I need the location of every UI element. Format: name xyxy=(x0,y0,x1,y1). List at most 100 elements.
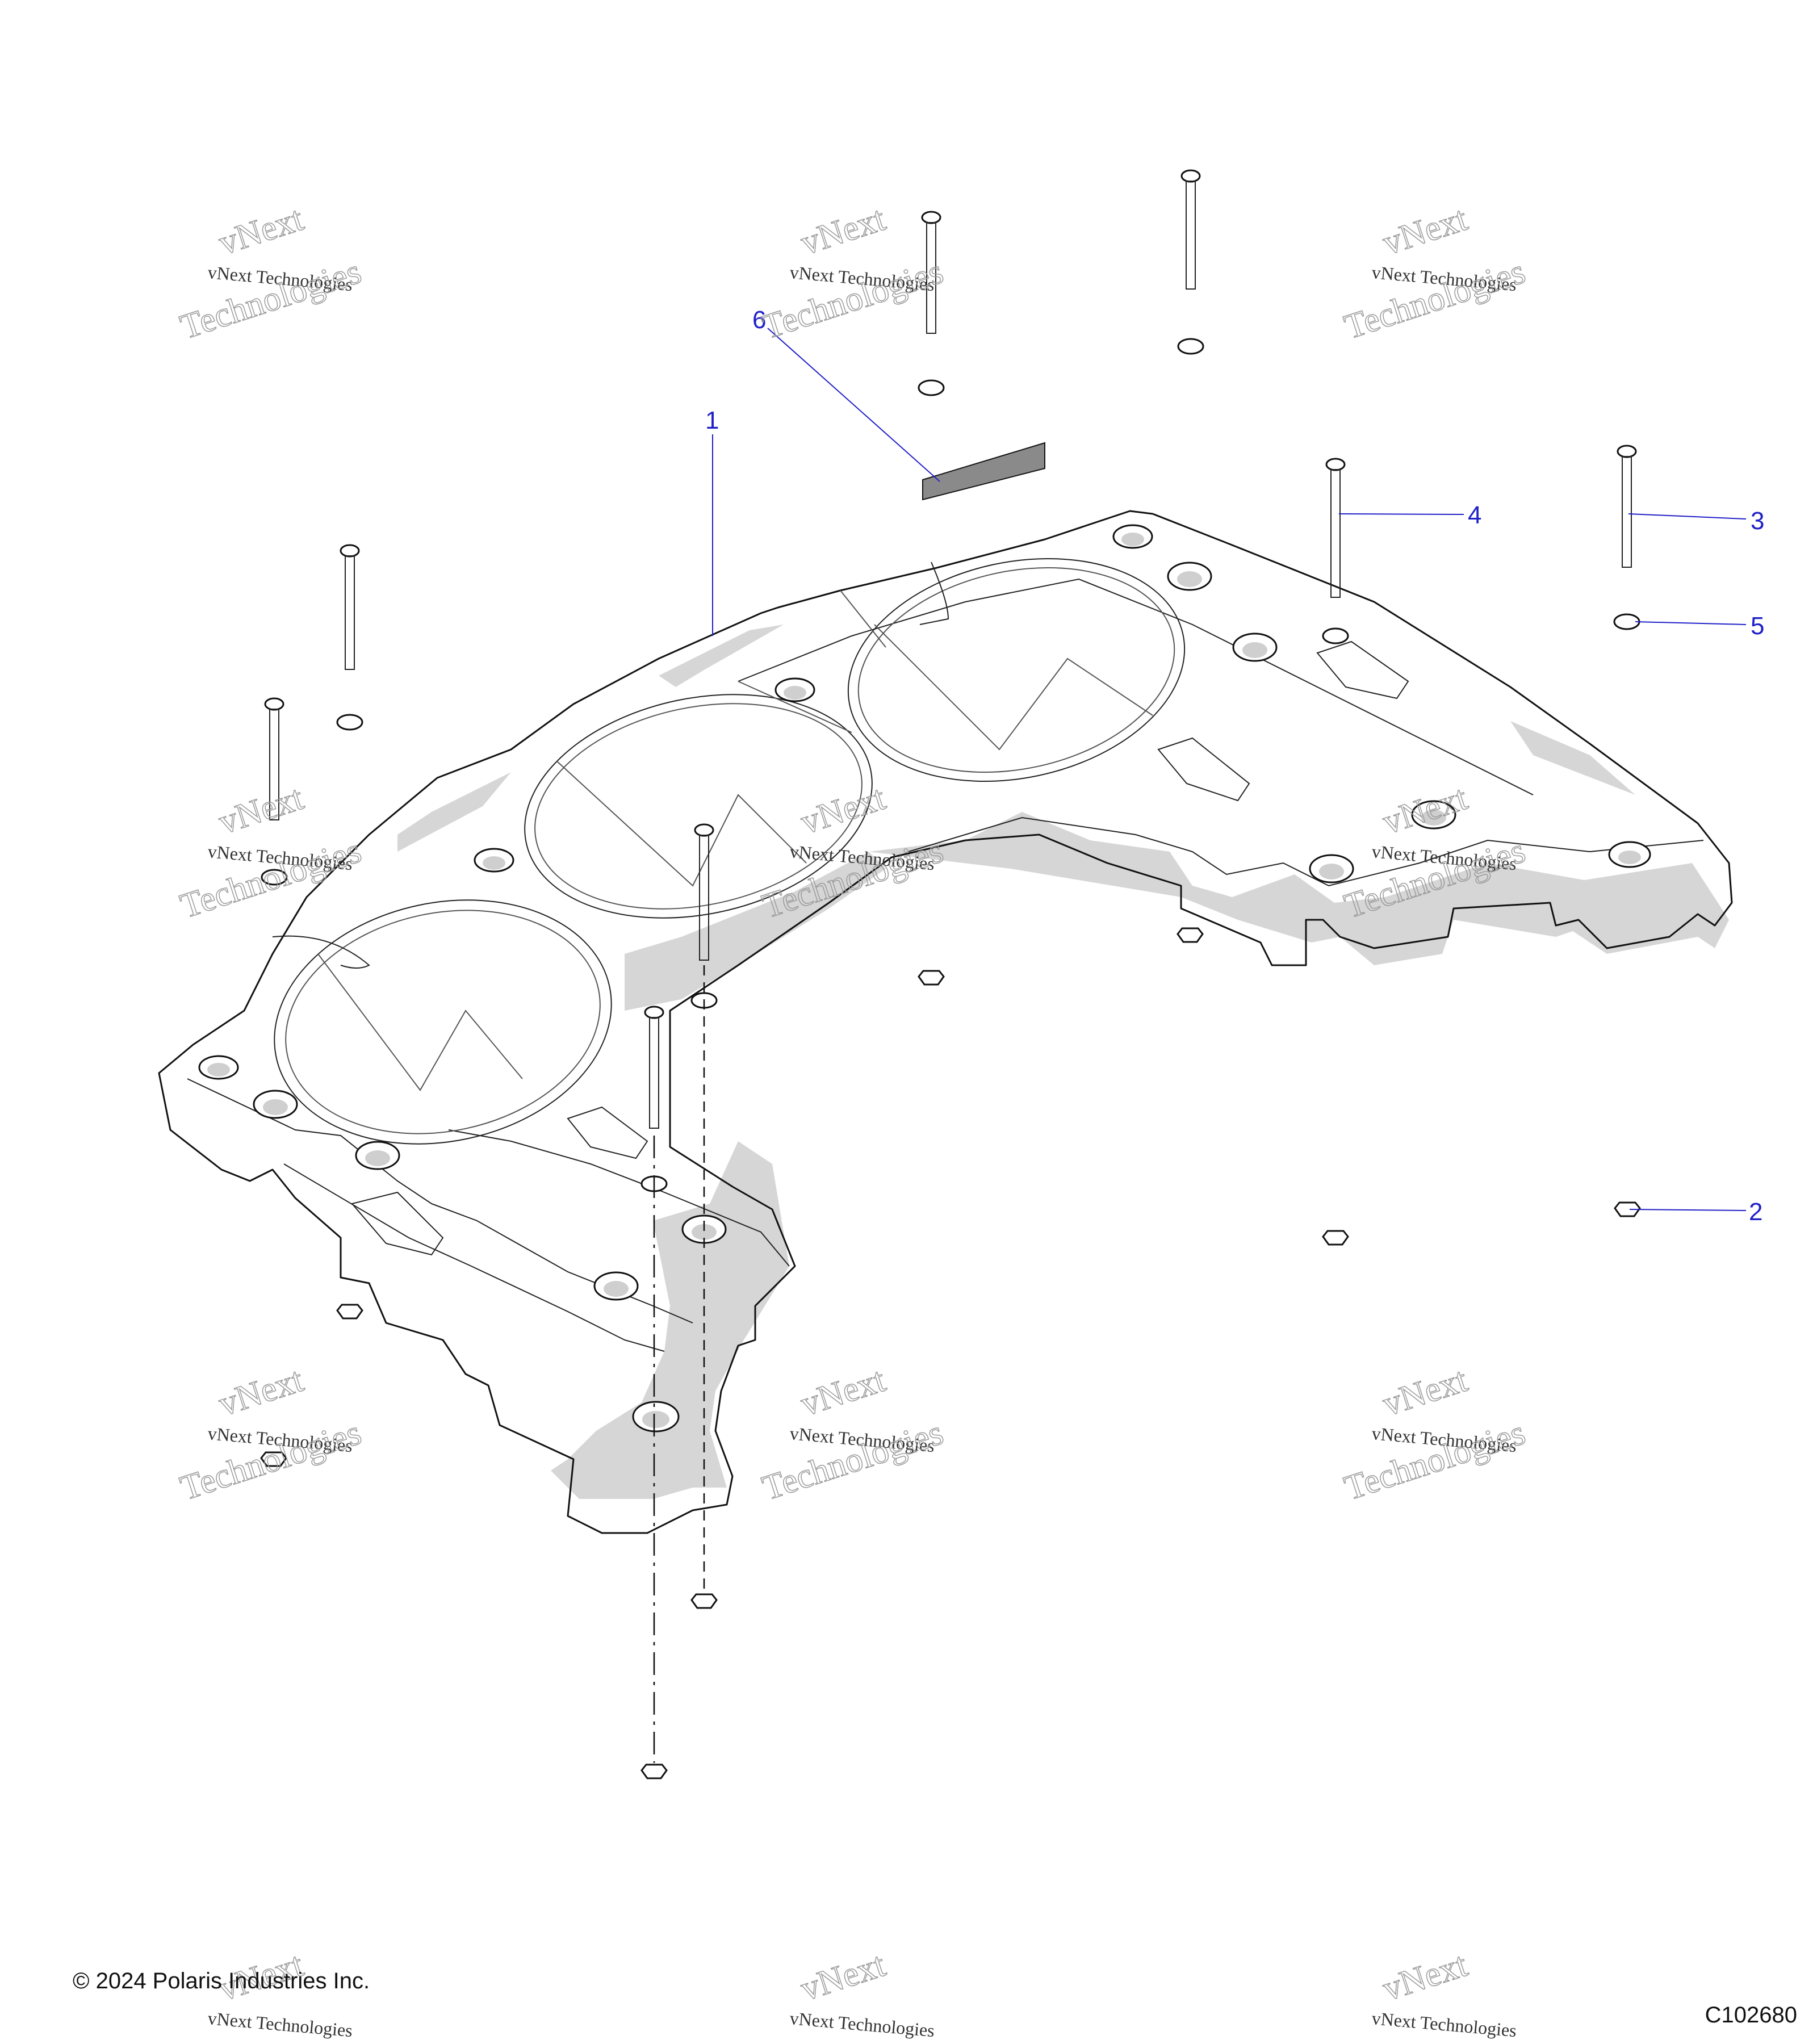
hole-3 xyxy=(355,1141,400,1170)
bolt-c xyxy=(1325,458,1346,598)
svg-text:vNext Technologies: vNext Technologies xyxy=(207,2008,353,2041)
nut-h xyxy=(640,1764,668,1779)
rack-top-edge-inner-3 xyxy=(908,816,1704,887)
rack-front-wall-left xyxy=(551,1141,789,1499)
watermark-7: vNext vNext Technologies Technologies xyxy=(175,1360,366,1508)
bolt-g xyxy=(694,823,714,961)
hole-7 xyxy=(474,848,514,873)
svg-text:vNext: vNext xyxy=(796,778,890,841)
hole-14 xyxy=(1608,841,1651,868)
washer-f xyxy=(261,869,288,886)
washer-e xyxy=(336,714,363,731)
rack-front-wall-right xyxy=(869,812,1729,965)
svg-text:Technologies: Technologies xyxy=(758,1413,948,1508)
slot-3 xyxy=(1157,737,1250,802)
rack-rail-stripe-2 xyxy=(397,772,511,852)
watermark-9: vNext vNext Technologies Technologies xyxy=(1339,1360,1530,1508)
bolt-f xyxy=(264,697,284,820)
hole-13 xyxy=(1411,800,1456,830)
callout-4: 4 xyxy=(1468,501,1481,529)
watermark-11: vNext vNext Technologies xyxy=(789,1945,935,2041)
decal xyxy=(922,442,1045,501)
svg-text:Technologies: Technologies xyxy=(176,831,366,926)
watermark-1: vNext vNext Technologies Technologies xyxy=(175,199,366,347)
washer-c xyxy=(1322,627,1349,644)
hole-12 xyxy=(1309,854,1354,883)
svg-text:vNext: vNext xyxy=(1378,1945,1472,2008)
rack-outline xyxy=(158,510,1733,1534)
hole-1 xyxy=(198,1055,239,1080)
watermark-4: vNext vNext Technologies Technologies xyxy=(175,778,366,926)
svg-text:Technologies: Technologies xyxy=(1340,252,1530,347)
watermark-3: vNext vNext Technologies Technologies xyxy=(1339,199,1530,347)
copyright-text: © 2024 Polaris Industries Inc. xyxy=(73,1968,370,1993)
slot-4 xyxy=(1316,640,1409,700)
drawing-number: C102680 xyxy=(1705,2003,1797,2028)
rack-center-ridge xyxy=(738,578,1534,795)
watermark-5: vNext vNext Technologies Technologies xyxy=(757,778,948,926)
callout-3: 3 xyxy=(1751,507,1764,535)
hole-6 xyxy=(632,1401,680,1433)
leader-2 xyxy=(1629,1209,1747,1211)
bolt-h xyxy=(644,1006,664,1129)
svg-text:vNext: vNext xyxy=(214,199,308,262)
hole-5 xyxy=(593,1271,639,1301)
svg-text:vNext: vNext xyxy=(796,199,890,262)
nut-f xyxy=(260,1451,287,1467)
svg-text:vNext: vNext xyxy=(214,1360,308,1423)
hole-11 xyxy=(1232,633,1278,662)
watermark-12: vNext vNext Technologies xyxy=(1371,1945,1517,2041)
svg-text:vNext: vNext xyxy=(796,1360,890,1423)
washer-a xyxy=(918,379,945,396)
leader-5 xyxy=(1635,621,1747,625)
bolt-a xyxy=(921,211,941,334)
recess-middle-inner xyxy=(534,703,863,910)
leader-3 xyxy=(1628,513,1747,520)
nut-d xyxy=(1614,1201,1641,1217)
rack-body xyxy=(158,510,1733,1534)
watermark-8: vNext vNext Technologies Technologies xyxy=(757,1360,948,1508)
svg-text:vNext: vNext xyxy=(796,1945,890,2008)
svg-text:Technologies: Technologies xyxy=(176,252,366,347)
svg-text:Technologies: Technologies xyxy=(758,252,948,347)
nut-c xyxy=(1322,1230,1349,1246)
callout-6: 6 xyxy=(752,306,766,334)
bolt-d xyxy=(1617,445,1637,568)
rack-left-rail xyxy=(283,1163,665,1352)
recess-right-inner xyxy=(857,567,1175,773)
rack-top-edge-inner-2 xyxy=(448,1129,790,1267)
recess-left-inner xyxy=(285,910,601,1134)
washer-b xyxy=(1177,338,1204,355)
nut-a xyxy=(1177,927,1204,943)
callout-1: 1 xyxy=(705,407,719,434)
svg-text:vNext: vNext xyxy=(1378,199,1472,262)
recess-ribs xyxy=(317,590,1153,1091)
rack-front-wall-middle xyxy=(625,852,886,1011)
watermarks: vNext vNext Technologies Technologies vN… xyxy=(175,199,1530,2041)
bolts xyxy=(264,169,1637,1129)
svg-text:vNext: vNext xyxy=(214,778,308,841)
rack-rail-stripe-1 xyxy=(659,625,784,687)
bolt-e xyxy=(340,544,360,670)
nuts xyxy=(260,927,1641,1779)
rack-rail-stripe-3 xyxy=(1510,721,1635,795)
svg-text:vNext: vNext xyxy=(1378,778,1472,841)
svg-text:vNext Technologies: vNext Technologies xyxy=(1371,2008,1517,2041)
hole-8 xyxy=(774,677,815,702)
hole-9 xyxy=(1112,524,1153,549)
hole-2 xyxy=(253,1090,298,1119)
recess-left xyxy=(274,899,612,1145)
recess-right xyxy=(847,558,1186,782)
slot-2 xyxy=(567,1106,648,1159)
nut-b xyxy=(918,970,945,986)
svg-text:Technologies: Technologies xyxy=(1340,1413,1530,1508)
notch-left xyxy=(272,935,370,969)
callouts: 1 6 4 3 5 2 xyxy=(705,306,1764,1226)
watermark-2: vNext vNext Technologies Technologies xyxy=(757,199,948,347)
recess-middle xyxy=(524,694,873,919)
mounting-holes xyxy=(198,524,1651,1433)
svg-text:vNext Technologies: vNext Technologies xyxy=(789,2008,935,2041)
svg-text:vNext: vNext xyxy=(1378,1360,1472,1423)
